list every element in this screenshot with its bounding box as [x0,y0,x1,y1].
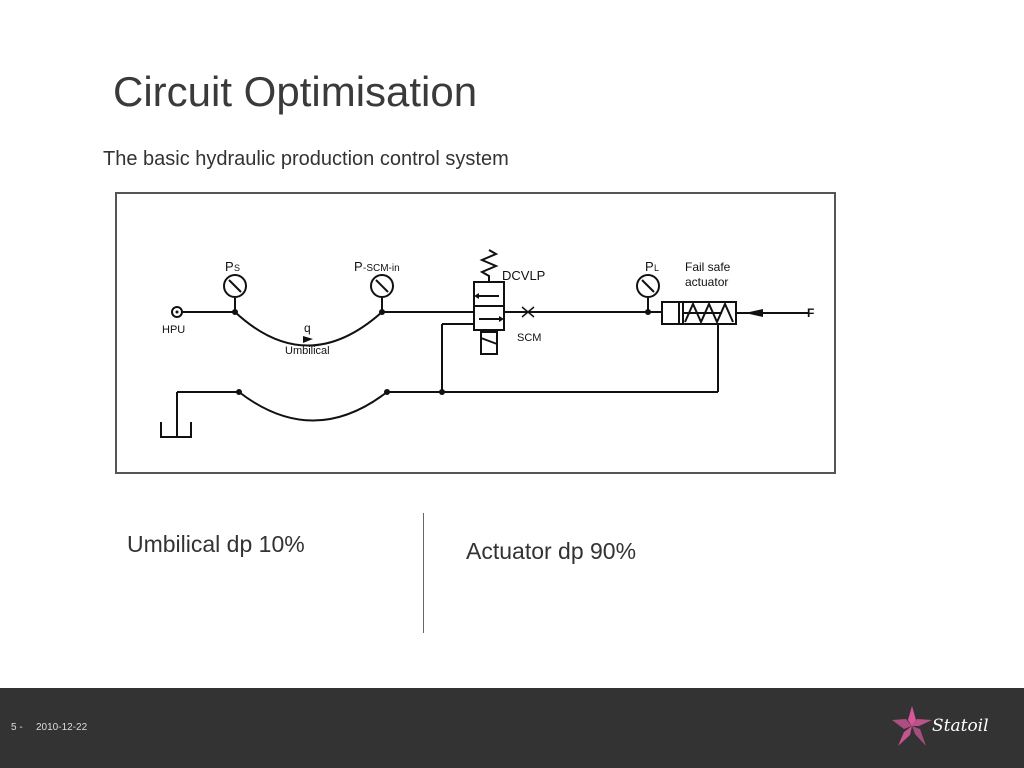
umbilical-return-curve [238,391,388,422]
umbilical-dp-text: Umbilical dp 10% [127,531,305,557]
hydraulic-diagram: P S P -SCM-in P L DCVLP Fail safe actuat… [115,192,836,474]
actuator-spring-icon [684,301,734,325]
valve-spring-icon [479,249,499,282]
pscm-label: P [354,259,363,274]
column-divider [423,513,424,633]
dcvlp-label: DCVLP [502,268,545,283]
footer-date: 2010-12-22 [36,722,88,733]
actuator-dp-text: Actuator dp 90% [466,538,637,564]
ps-label-sub: S [234,263,240,273]
force-arrow-icon [745,309,763,317]
slide-footer: 5 - 2010-12-22 Statoil [0,688,1024,768]
hydraulic-circuit-svg: P S P -SCM-in P L DCVLP Fail safe actuat… [160,249,814,438]
statoil-logo: Statoil [890,704,1000,754]
hpu-label: HPU [162,324,185,336]
slide-title: Circuit Optimisation [113,68,478,115]
statoil-star-icon [892,706,932,746]
page-number: 5 - [11,722,23,733]
tank-icon [160,422,192,438]
force-label: F [807,306,814,320]
scm-label: SCM [517,332,541,344]
pscm-gauge-icon [370,274,394,298]
restriction-icon [521,306,535,318]
slide-subtitle: The basic hydraulic production control s… [103,148,509,170]
pl-label-sub: L [654,263,659,273]
flow-arrow-icon [303,336,313,343]
actuator-label: actuator [685,275,728,289]
pl-label: P [645,259,654,274]
ps-label: P [225,259,234,274]
ps-gauge-icon [223,274,247,298]
pl-gauge-icon [636,274,660,298]
umbilical-label: Umbilical [285,345,330,357]
flow-q-label: q [304,321,311,335]
logo-text: Statoil [932,716,989,736]
fail-safe-label: Fail safe [685,260,731,274]
umbilical-supply-curve [234,311,383,347]
pscm-label-sub: -SCM-in [363,263,400,274]
